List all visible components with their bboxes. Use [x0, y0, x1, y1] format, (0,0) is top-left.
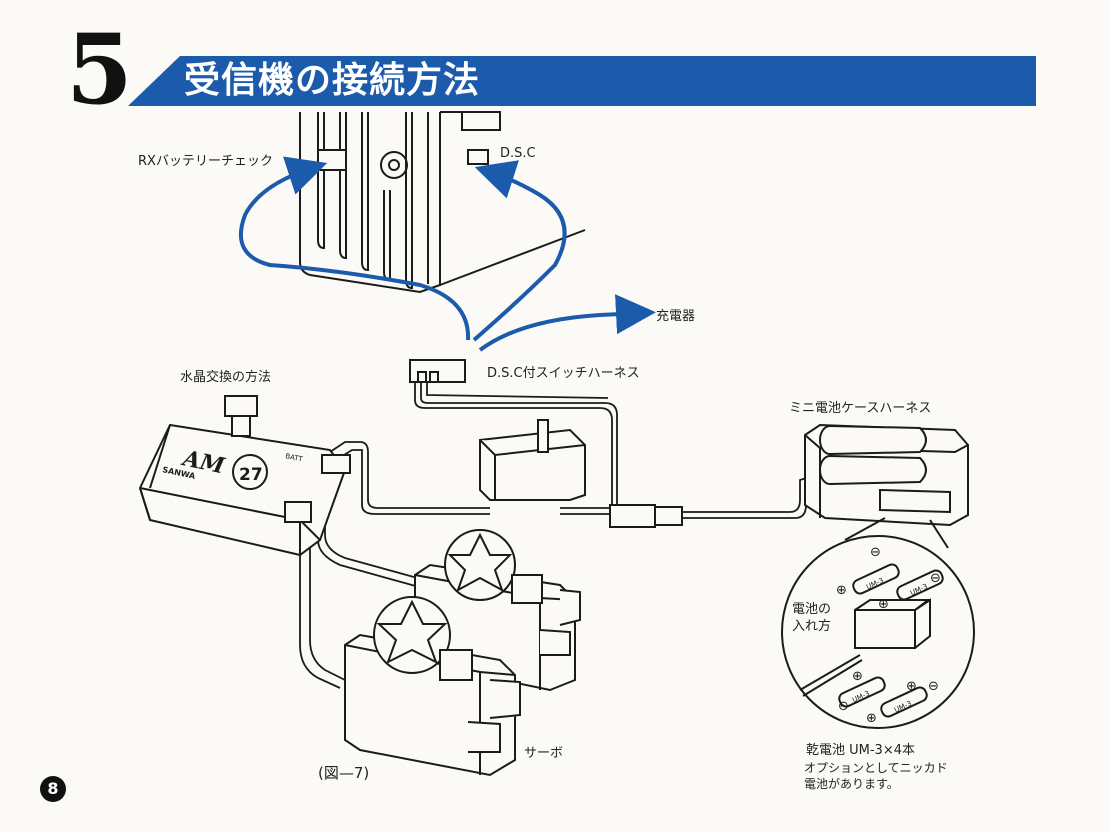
section-number: 5: [66, 13, 133, 126]
label-dsc-switch-harness: D.S.C付スイッチハーネス: [487, 366, 640, 381]
label-charger: 充電器: [656, 309, 696, 324]
servo-front: [344, 596, 521, 777]
arrow-to-rx-battery-check: [239, 156, 471, 341]
battery-cells: [838, 563, 944, 718]
rx-battery-check-socket: [317, 149, 347, 171]
dsc-socket: [467, 149, 489, 165]
label-dsc: D.S.C: [500, 146, 536, 161]
arrow-to-charger: [478, 294, 656, 352]
arrow-to-dsc: [472, 160, 567, 342]
minus-mark: ⊖: [930, 571, 941, 586]
figure-caption: (図—7): [318, 764, 370, 782]
battery-case: [804, 423, 969, 527]
plus-mark: ⊕: [852, 669, 863, 684]
plus-mark: ⊕: [906, 679, 917, 694]
minus-mark: ⊖: [870, 545, 881, 560]
label-battery-insertion-line1: 電池の: [792, 602, 832, 617]
label-battery-insertion-line2: 入れ方: [792, 619, 832, 634]
inline-connector: [609, 504, 683, 528]
plus-mark: ⊕: [866, 711, 877, 726]
transmitter-knob: [380, 151, 408, 179]
minus-mark: ⊖: [838, 699, 849, 714]
plus-mark: ⊕: [836, 583, 847, 598]
receiver-channel-mark: 27: [239, 465, 263, 485]
minus-mark: ⊖: [928, 679, 939, 694]
switch-unit: [479, 419, 586, 501]
transmitter-back-panel: [299, 111, 586, 294]
label-battery-note-line1: オプションとしてニッカド: [804, 761, 948, 775]
page-title: 受信機の接続方法: [184, 60, 481, 101]
page-number: 8: [40, 776, 66, 802]
label-crystal-exchange: 水晶交換の方法: [180, 370, 272, 385]
title-banner: [128, 56, 1036, 106]
label-battery-note-line2: 電池があります。: [804, 777, 899, 791]
label-mini-battery-case-harness: ミニ電池ケースハーネス: [789, 401, 932, 416]
dsc-connector: [409, 359, 466, 383]
plus-mark: ⊕: [878, 597, 889, 612]
label-dry-battery: 乾電池 UM-3×4本: [806, 743, 915, 758]
label-rx-battery-check: RXバッテリーチェック: [138, 154, 273, 169]
receiver-batt-mark: BATT: [285, 452, 304, 464]
receiver-unit: [138, 395, 351, 557]
label-servo: サーボ: [524, 746, 564, 761]
